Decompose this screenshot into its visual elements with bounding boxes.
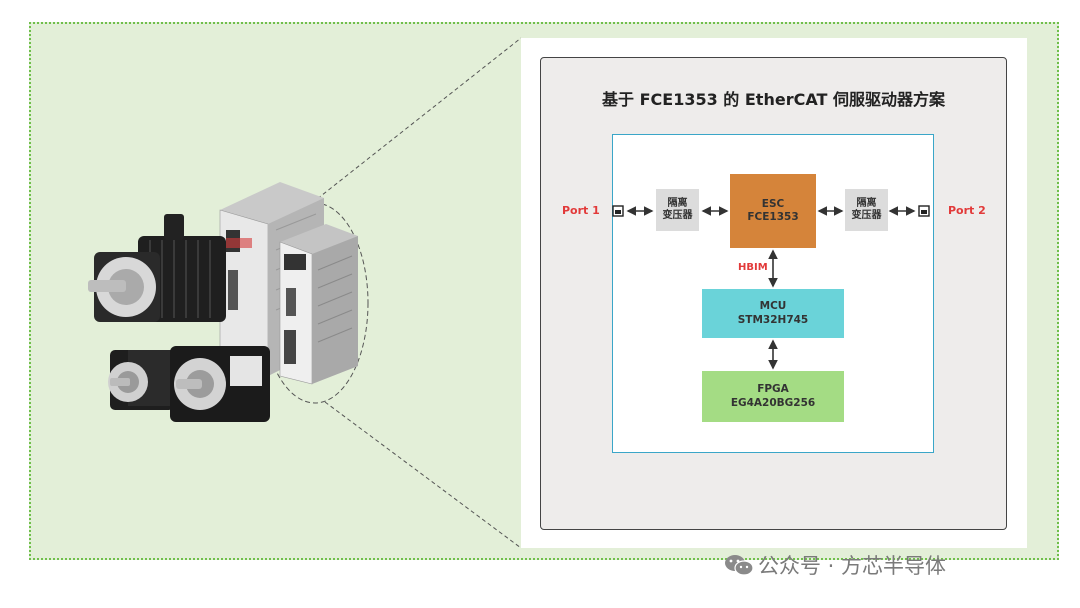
mcu-chip: STM32H745 [737,313,809,326]
servo-motor-small-left [108,350,174,410]
ethernet-port-icon [612,205,624,217]
watermark-text: 公众号 · 方芯半导体 [758,554,947,578]
iso-right-line-1: 隔离 [856,197,877,209]
isolation-transformer-right: 隔离 变压器 [845,189,888,231]
watermark: 公众号 · 方芯半导体 [724,550,946,580]
fpga-chip: EG4A20BG256 [730,396,816,409]
servo-product-image [88,182,358,422]
port-2-label: Port 2 [948,204,986,217]
servo-driver-front [279,224,358,385]
fpga-block: FPGA EG4A20BG256 [702,371,844,422]
esc-block: ESC FCE1353 [730,174,816,248]
iso-left-line-1: 隔离 [667,197,688,209]
servo-motor-large [88,214,226,322]
ethernet-port-icon [918,205,930,217]
fpga-label: FPGA [757,383,789,396]
esc-chip: FCE1353 [747,211,799,223]
wechat-icon [725,555,754,576]
mcu-block: MCU STM32H745 [702,289,844,338]
servo-motor-small-right [170,346,270,422]
mcu-label: MCU [759,300,787,313]
iso-left-line-2: 变压器 [662,210,693,221]
esc-label: ESC [761,197,785,210]
port-1-label: Port 1 [562,204,600,217]
hbim-label: HBIM [738,262,768,273]
isolation-transformer-left: 隔离 变压器 [656,189,699,231]
iso-right-line-2: 变压器 [851,210,882,221]
diagram-title: 基于 FCE1353 的 EtherCAT 伺服驱动器方案 [602,90,945,109]
